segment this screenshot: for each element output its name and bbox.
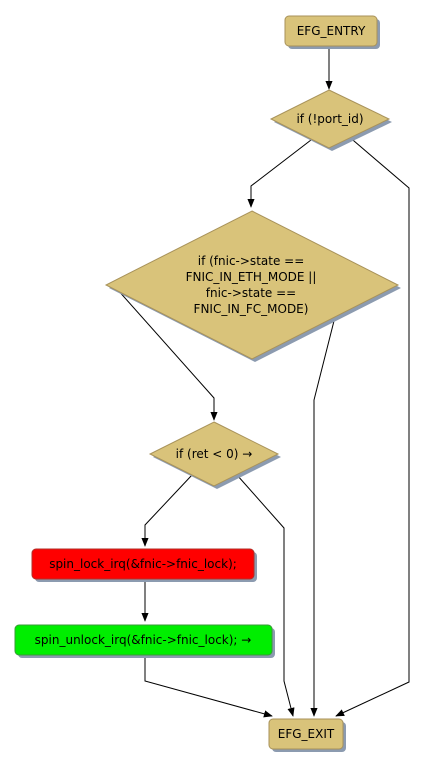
ret-check-label: if (ret < 0) →	[176, 447, 253, 461]
edge-port-check-to-exit	[335, 134, 410, 717]
exit-node-label: EFG_EXIT	[278, 727, 335, 741]
mode-check-line-4: FNIC_IN_FC_MODE)	[194, 302, 309, 316]
unlock-node: spin_unlock_irq(&fnic->fnic_lock); →	[14, 624, 275, 658]
edge-mode-check-to-exit	[310, 312, 337, 717]
edge-unlock-to-exit	[144, 656, 273, 718]
exit-node: EFG_EXIT	[268, 718, 346, 752]
edge-mode-check-to-ret-check	[116, 288, 218, 421]
ret-check-node: if (ret < 0) →	[148, 421, 281, 489]
entry-node: EFG_ENTRY	[284, 15, 380, 49]
port-check-label: if (!port_id)	[296, 112, 363, 126]
lock-node-label: spin_lock_irq(&fnic->fnic_lock);	[49, 557, 237, 571]
edge-ret-check-to-exit	[236, 474, 295, 717]
mode-check-node: if (fnic->state == FNIC_IN_ETH_MODE || f…	[104, 210, 401, 362]
edges	[116, 47, 410, 718]
edge-port-check-to-mode-check	[247, 139, 312, 208]
mode-check-line-2: FNIC_IN_ETH_MODE ||	[186, 270, 317, 284]
mode-check-line-1: if (fnic->state ==	[198, 254, 305, 268]
mode-check-line-3: fnic->state ==	[206, 286, 296, 300]
port-check-node: if (!port_id)	[269, 89, 392, 151]
unlock-node-label: spin_unlock_irq(&fnic->fnic_lock); →	[35, 633, 252, 647]
lock-node: spin_lock_irq(&fnic->fnic_lock);	[31, 548, 257, 582]
entry-node-label: EFG_ENTRY	[297, 24, 366, 38]
edge-ret-check-to-lock	[141, 474, 193, 547]
